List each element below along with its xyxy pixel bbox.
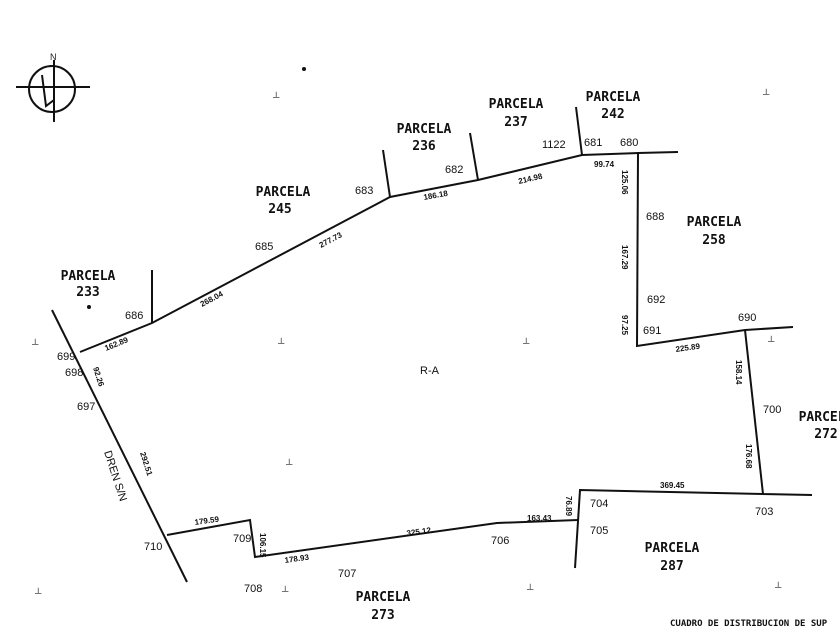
svg-text:97.25: 97.25: [620, 315, 629, 336]
svg-text:┴: ┴: [526, 583, 534, 594]
svg-text:125.06: 125.06: [620, 170, 629, 195]
svg-text:686: 686: [125, 310, 143, 322]
svg-text:681: 681: [584, 137, 602, 149]
svg-text:682: 682: [445, 164, 463, 176]
svg-text:245: 245: [268, 202, 291, 217]
svg-text:PARCELA: PARCELA: [61, 269, 116, 284]
svg-text:PARCELA: PARCELA: [687, 215, 742, 230]
svg-text:697: 697: [77, 401, 95, 413]
svg-text:178.93: 178.93: [284, 553, 310, 565]
svg-text:92.26: 92.26: [91, 366, 106, 388]
parcel-245: PARCELA 245: [256, 185, 311, 217]
svg-text:292.51: 292.51: [138, 451, 154, 478]
svg-text:236: 236: [412, 139, 436, 154]
svg-text:700: 700: [763, 404, 781, 416]
svg-text:163.43: 163.43: [527, 514, 552, 523]
svg-text:176.68: 176.68: [744, 444, 753, 469]
svg-text:705: 705: [590, 525, 608, 537]
svg-text:287: 287: [660, 559, 683, 574]
svg-text:690: 690: [738, 312, 756, 324]
svg-text:680: 680: [620, 137, 638, 149]
svg-text:┴: ┴: [281, 585, 289, 596]
svg-text:707: 707: [338, 568, 356, 580]
svg-text:699: 699: [57, 351, 75, 363]
svg-text:PARCELA: PARCELA: [397, 122, 452, 137]
svg-text:225.89: 225.89: [675, 342, 701, 354]
svg-text:┴: ┴: [34, 587, 42, 598]
svg-text:┴: ┴: [762, 88, 770, 99]
svg-text:258: 258: [702, 233, 726, 248]
svg-text:708: 708: [244, 583, 262, 595]
svg-text:PARCELA: PARCELA: [256, 185, 311, 200]
svg-text:76.89: 76.89: [564, 496, 573, 517]
survey-marks: ┴ ┴ ┴ ┴ ┴ ┴ ┴ ┴ ┴ ┴ ┴: [31, 67, 782, 598]
svg-text:┴: ┴: [285, 458, 293, 469]
north-arrow-icon: N: [16, 52, 90, 122]
svg-text:273: 273: [371, 608, 394, 623]
svg-text:703: 703: [755, 506, 773, 518]
svg-text:106.15: 106.15: [258, 533, 267, 558]
north-label: N: [50, 52, 57, 62]
parcel-273: PARCELA 273: [356, 590, 411, 623]
svg-text:710: 710: [144, 541, 162, 553]
area-label: R-A: [420, 365, 440, 377]
svg-text:PARCELA: PARCELA: [645, 541, 700, 556]
parcel-258: PARCELA 258: [687, 215, 742, 248]
svg-text:683: 683: [355, 185, 373, 197]
svg-text:706: 706: [491, 535, 509, 547]
vertex-labels: 699 698 697 686 685 683 682 1122 681 680…: [57, 137, 781, 595]
svg-text:237: 237: [504, 115, 527, 130]
svg-text:PARCELA: PARCELA: [489, 97, 544, 112]
svg-text:692: 692: [647, 294, 665, 306]
svg-text:685: 685: [255, 241, 273, 253]
svg-text:┴: ┴: [277, 337, 285, 348]
parcel-272: PARCELA 272: [799, 410, 840, 442]
svg-text:┴: ┴: [272, 91, 280, 102]
svg-text:┴: ┴: [774, 581, 782, 592]
svg-text:704: 704: [590, 498, 608, 510]
parcel-287: PARCELA 287: [645, 541, 700, 574]
svg-text:PARCELA: PARCELA: [356, 590, 411, 605]
svg-text:┴: ┴: [522, 337, 530, 348]
svg-text:PARCELA: PARCELA: [586, 90, 641, 105]
footer-text: CUADRO DE DISTRIBUCION DE SUP: [670, 619, 828, 629]
svg-text:167.29: 167.29: [620, 245, 629, 270]
svg-text:709: 709: [233, 533, 251, 545]
parcel-242: PARCELA 242: [586, 90, 641, 122]
svg-text:369.45: 369.45: [660, 481, 685, 490]
svg-text:158.14: 158.14: [734, 360, 743, 385]
svg-text:179.59: 179.59: [194, 515, 220, 527]
parcel-236: PARCELA 236: [397, 122, 452, 154]
svg-text:233: 233: [76, 285, 99, 300]
svg-text:PARCELA: PARCELA: [799, 410, 840, 425]
svg-text:214.98: 214.98: [517, 172, 543, 186]
svg-text:┴: ┴: [767, 335, 775, 346]
svg-text:186.18: 186.18: [423, 189, 449, 202]
svg-text:688: 688: [646, 211, 664, 223]
svg-text:┴: ┴: [31, 338, 39, 349]
parcel-237: PARCELA 237: [489, 97, 544, 130]
svg-text:691: 691: [643, 325, 661, 337]
svg-text:1122: 1122: [542, 139, 566, 151]
svg-text:99.74: 99.74: [594, 160, 615, 169]
svg-text:242: 242: [601, 107, 624, 122]
boundary-lines: [51, 106, 813, 583]
svg-text:325.12: 325.12: [406, 526, 432, 538]
svg-text:272: 272: [814, 427, 837, 442]
svg-text:698: 698: [65, 367, 83, 379]
